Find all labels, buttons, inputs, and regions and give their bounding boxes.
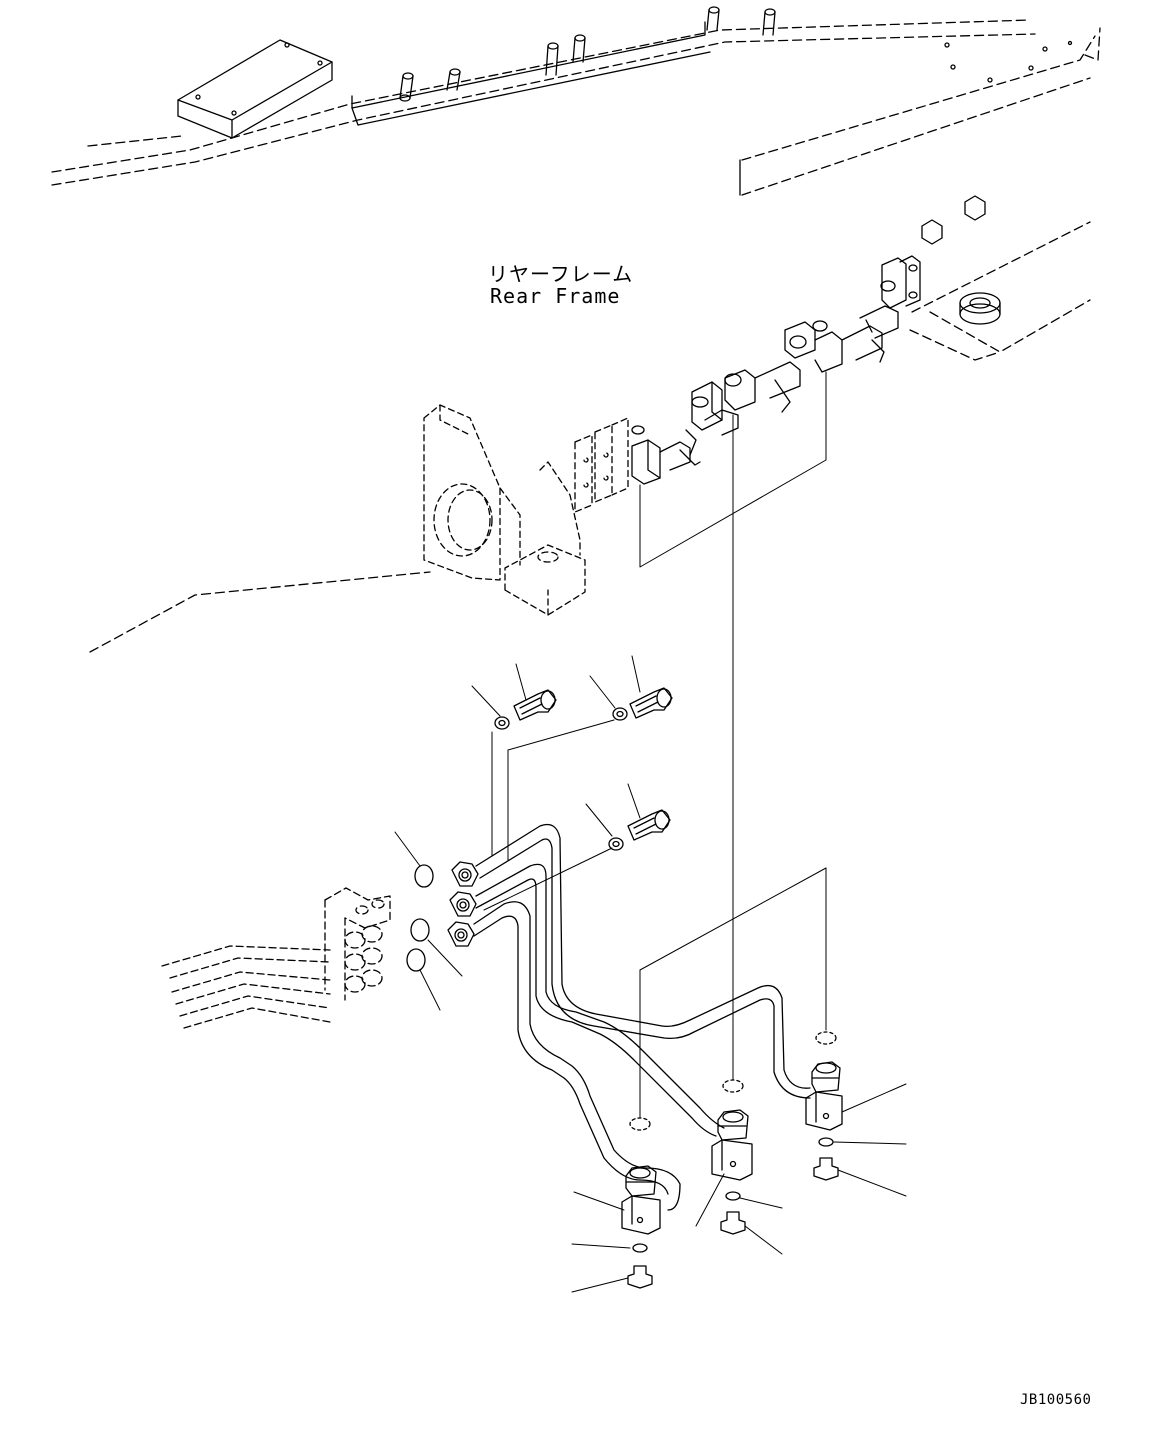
bolt-2: [629, 687, 673, 719]
leader-lines-bolts: [471, 655, 641, 911]
fitting-nuts: [921, 195, 986, 245]
frame-top-rail: [51, 19, 1101, 196]
elbow-block-left: [621, 1165, 661, 1235]
frame-mid-dashed: [89, 221, 1091, 653]
elbow-block-right: [805, 1061, 843, 1131]
frame-boss: [959, 292, 1001, 325]
washers: [494, 707, 628, 851]
hinge-bracket: [423, 404, 586, 616]
rear-frame-label-en: Rear Frame: [490, 284, 621, 308]
lower-plugs: [627, 1157, 839, 1289]
leader-lines-lower: [571, 1083, 907, 1293]
port-markers: [629, 1031, 837, 1131]
rear-frame-label-jp: リヤーフレーム: [488, 262, 634, 286]
tube-1: [475, 823, 811, 1099]
valve-bank: [631, 255, 921, 485]
bolt-3: [627, 809, 671, 841]
tube-3: [473, 901, 681, 1211]
frame-mount-plate: [177, 39, 333, 139]
leader-lines-orings: [394, 831, 463, 1011]
bracket-plates: [574, 417, 629, 513]
drawing-code: JB100560: [1020, 1392, 1092, 1408]
left-hoses: [161, 887, 391, 1029]
rail-studs: [399, 6, 776, 102]
lower-o-rings: [632, 1137, 834, 1253]
frame-rail-band: [351, 21, 741, 196]
hose-nuts: [447, 861, 479, 947]
o-rings: [406, 864, 434, 972]
tube-2: [475, 863, 725, 1137]
leader-lines-upper: [639, 371, 827, 1119]
bolt-1: [513, 689, 557, 721]
elbow-block-middle: [711, 1109, 753, 1181]
frame-right-holes: [944, 40, 1073, 83]
